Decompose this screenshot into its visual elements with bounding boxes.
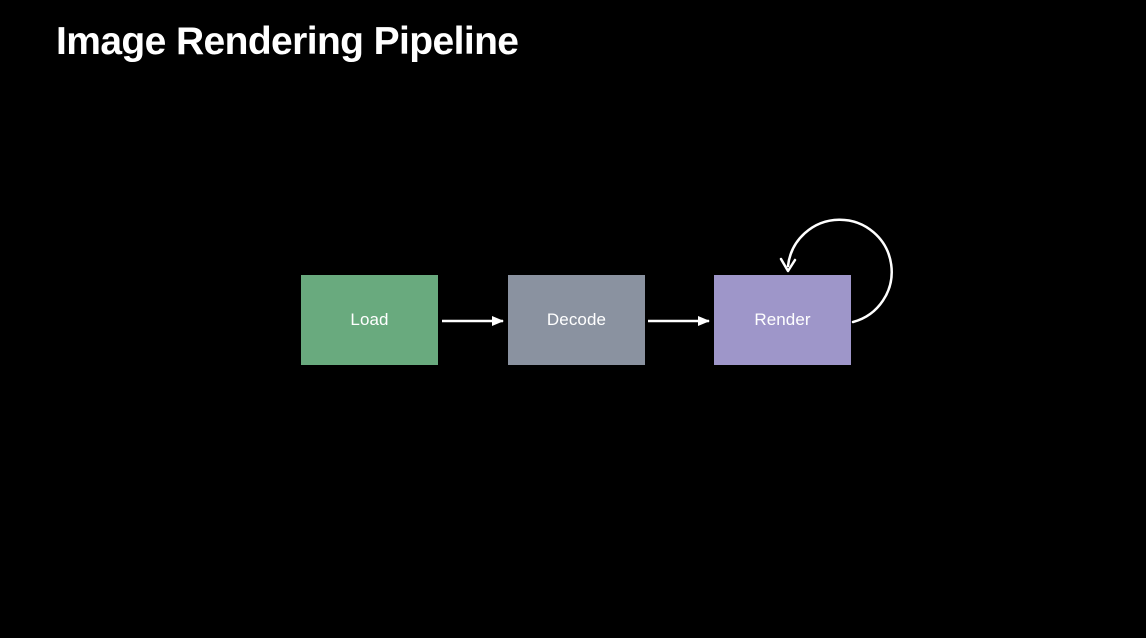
node-load: Load [301, 275, 438, 365]
node-decode-label: Decode [546, 310, 607, 329]
node-render: Render [714, 275, 851, 365]
self-loop-arrowhead-icon [779, 257, 797, 273]
node-load-label: Load [350, 310, 389, 329]
slide-title: Image Rendering Pipeline [56, 20, 519, 63]
node-render-label: Render [754, 310, 811, 329]
node-decode: Decode [508, 275, 645, 365]
self-loop-render [786, 218, 893, 324]
